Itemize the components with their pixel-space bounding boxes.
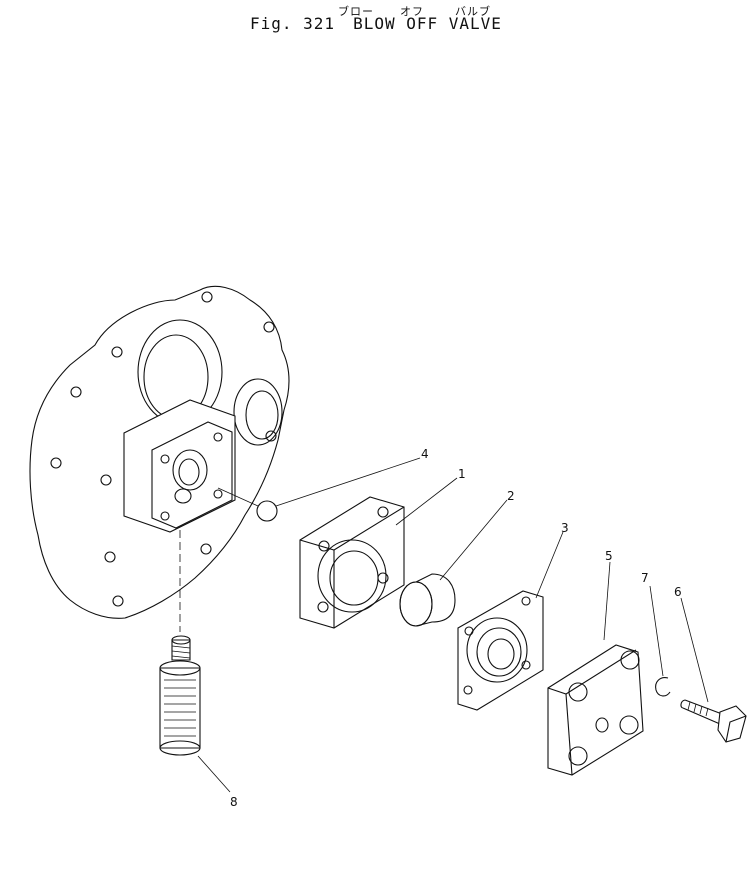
callout-3: 3	[561, 521, 569, 535]
callout-8: 8	[230, 795, 238, 809]
katakana-off: オフ	[400, 5, 424, 18]
katakana-blow: ブロー	[338, 5, 374, 18]
part-1-flange	[299, 477, 458, 629]
part-8-breather	[159, 635, 231, 793]
header: ブロー オフ バルブ Fig. 321 BLOW OFF VALVE	[0, 0, 747, 40]
callout-2: 2	[507, 489, 515, 503]
figure-number: Fig. 321	[250, 14, 336, 33]
part-2-piston	[399, 499, 508, 627]
part-3-diaphragm-plate	[457, 531, 564, 711]
part-6-bolt	[680, 597, 747, 743]
callout-5: 5	[605, 549, 613, 563]
callout-4: 4	[421, 447, 429, 461]
callout-1: 1	[458, 467, 466, 481]
figure-name: BLOW OFF VALVE	[353, 14, 502, 33]
part-7-snap-ring	[649, 585, 671, 697]
figure-title: Fig. 321 BLOW OFF VALVE	[250, 14, 502, 33]
housing	[29, 285, 290, 619]
callout-6: 6	[674, 585, 682, 599]
part-5-cover	[547, 561, 644, 776]
part-4-ball	[217, 457, 421, 522]
callout-7: 7	[641, 571, 649, 585]
katakana-valve: バルブ	[455, 5, 491, 18]
